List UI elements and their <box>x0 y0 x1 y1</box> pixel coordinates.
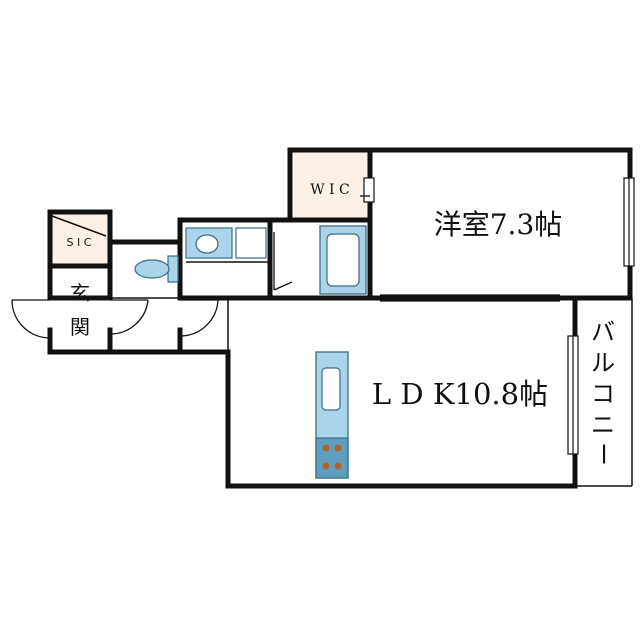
sic-fill <box>52 215 108 265</box>
entrance-label-1: 玄 <box>70 281 90 305</box>
walls <box>47 147 633 489</box>
stove-icon <box>315 437 349 479</box>
washbasin-icon <box>185 227 233 259</box>
windows <box>363 177 635 455</box>
entrance-label-2: 関 <box>70 315 90 339</box>
balcony-char: ニ <box>591 411 615 439</box>
bathtub-icon <box>319 225 367 295</box>
sliding-door <box>380 294 560 302</box>
balcony-char: コ <box>591 380 615 408</box>
balcony-char: ー <box>589 442 617 466</box>
balcony-char: バ <box>591 318 615 346</box>
wic-label: W I C <box>310 182 350 198</box>
washer-icon <box>235 227 267 259</box>
balcony-char: ル <box>591 349 615 377</box>
doors <box>11 195 370 339</box>
sic-label: S I C <box>67 236 92 249</box>
toilet-icon <box>134 255 179 283</box>
thin-lines <box>51 215 633 487</box>
wic-fill <box>294 152 368 218</box>
western-room-label: 洋室7.3帖 <box>434 208 563 241</box>
ldk-label: L D K10.8帖 <box>372 377 548 411</box>
balcony-label: バ ル コ ニ ー <box>589 318 617 466</box>
